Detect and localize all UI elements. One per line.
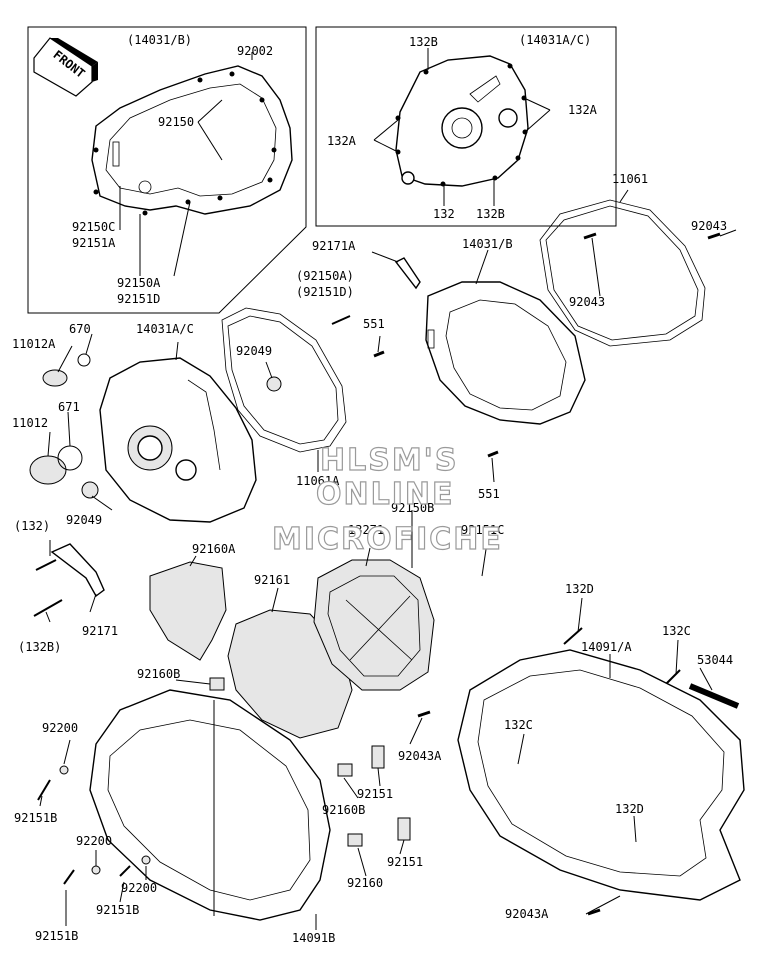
label-13271: 13271: [348, 523, 384, 537]
label-132-inset: 132: [433, 207, 455, 221]
label-92160b-mid: 92160B: [322, 803, 365, 817]
cover-14091a: [457, 649, 745, 901]
label-92151-mid: 92151: [357, 787, 393, 801]
label-group: (14031/B) 92002 92150 92150C 92151A 9215…: [12, 33, 733, 945]
gasket-11061a-inner: [227, 315, 339, 445]
label-11061a: 11061A: [296, 474, 340, 488]
label-92151d-paren: (92151D): [296, 285, 354, 299]
bracket-92171a: [394, 257, 421, 290]
label-92161: 92161: [254, 573, 290, 587]
label-92171a: 92171A: [312, 239, 356, 253]
inset-box-left: [27, 26, 307, 314]
gasket-11061a: [221, 307, 347, 453]
label-132a-right: 132A: [568, 103, 598, 117]
label-92150-inset: 92150: [158, 115, 194, 129]
label-671: 671: [58, 400, 80, 414]
label-53044: 53044: [697, 653, 733, 667]
label-132b-inset: 132B: [476, 207, 505, 221]
label-92200-bot: 92200: [121, 881, 157, 895]
leader-lines: [39, 48, 737, 930]
label-92002: 92002: [237, 44, 273, 58]
inset-cover-14031b: [91, 65, 293, 216]
label-11061: 11061: [612, 172, 648, 186]
seal-92049-bot: [81, 481, 99, 499]
label-92151b-top: 92151B: [14, 811, 57, 825]
label-132d-top: 132D: [565, 582, 594, 596]
label-132-paren: (132): [14, 519, 50, 533]
label-92151d-inset: 92151D: [117, 292, 160, 306]
spacer-group: [59, 677, 411, 875]
label-92151a: 92151A: [72, 236, 116, 250]
label-132b-paren: (132B): [18, 640, 61, 654]
bracket-92171: [50, 543, 105, 598]
label-14031ac-inset: (14031A/C): [519, 33, 591, 47]
insulator-92161: [227, 609, 353, 739]
cover-14031b: [425, 281, 586, 425]
label-551-bot: 551: [478, 487, 500, 501]
label-11012a: 11012A: [12, 337, 56, 351]
watermark-line-1: HLSM'S: [320, 443, 458, 478]
label-14091a: 14091/A: [581, 640, 632, 654]
watermark-line-3: MICROFICHE: [272, 522, 503, 557]
gasket-11061-inner: [545, 205, 699, 341]
case-14031ac: [99, 357, 257, 523]
label-92151-bot: 92151: [387, 855, 423, 869]
oring-670: [77, 353, 91, 367]
label-92200-mid: 92200: [76, 834, 112, 848]
label-14031ac: 14031A/C: [136, 322, 194, 336]
label-92160b-top: 92160B: [137, 667, 180, 681]
plate-13271: [313, 559, 435, 691]
label-670: 670: [69, 322, 91, 336]
dowel-group: [373, 232, 721, 916]
label-14031b: 14031/B: [462, 237, 513, 251]
label-92043a-mid: 92043A: [398, 749, 442, 763]
label-92043-mid: 92043: [569, 295, 605, 309]
front-arrow-icon: FRONT: [33, 37, 98, 97]
label-92151b-mid: 92151B: [96, 903, 139, 917]
label-14031b-inset: (14031/B): [127, 33, 192, 47]
label-92200-top: 92200: [42, 721, 78, 735]
cover-14091b: [89, 689, 331, 921]
inset-box-right: [315, 26, 617, 227]
label-92160: 92160: [347, 876, 383, 890]
label-92043a-bot: 92043A: [505, 907, 549, 921]
label-132c-mid: 132C: [504, 718, 533, 732]
label-92151c: 92151C: [461, 523, 504, 537]
label-92160a: 92160A: [192, 542, 236, 556]
cap-11012a: [42, 369, 68, 387]
seal-92049-top: [266, 376, 282, 392]
label-92150a-paren: (92150A): [296, 269, 354, 283]
label-92151b-bot: 92151B: [35, 929, 78, 943]
oring-671: [57, 445, 83, 471]
label-92150a-inset: 92150A: [117, 276, 161, 290]
label-14091b: 14091B: [292, 931, 335, 945]
pad-92160a: [149, 561, 227, 661]
watermark: HLSM'S ONLINE MICROFICHE: [271, 442, 503, 557]
shaft-53044: [688, 683, 740, 709]
label-92049-bot: 92049: [66, 513, 102, 527]
watermark-line-2: ONLINE: [316, 477, 455, 512]
label-92043-right: 92043: [691, 219, 727, 233]
label-132b-top: 132B: [409, 35, 438, 49]
label-132a-left: 132A: [327, 134, 357, 148]
label-132d-mid: 132D: [615, 802, 644, 816]
inset-cover-14031ac: [395, 55, 529, 187]
label-92049-top: 92049: [236, 344, 272, 358]
label-92150b: 92150B: [391, 501, 434, 515]
label-132c-top: 132C: [662, 624, 691, 638]
label-11012: 11012: [12, 416, 48, 430]
cap-11012: [29, 455, 67, 485]
label-92150c: 92150C: [72, 220, 115, 234]
label-92171: 92171: [82, 624, 118, 638]
gasket-11061: [539, 199, 706, 347]
label-551-top: 551: [363, 317, 385, 331]
